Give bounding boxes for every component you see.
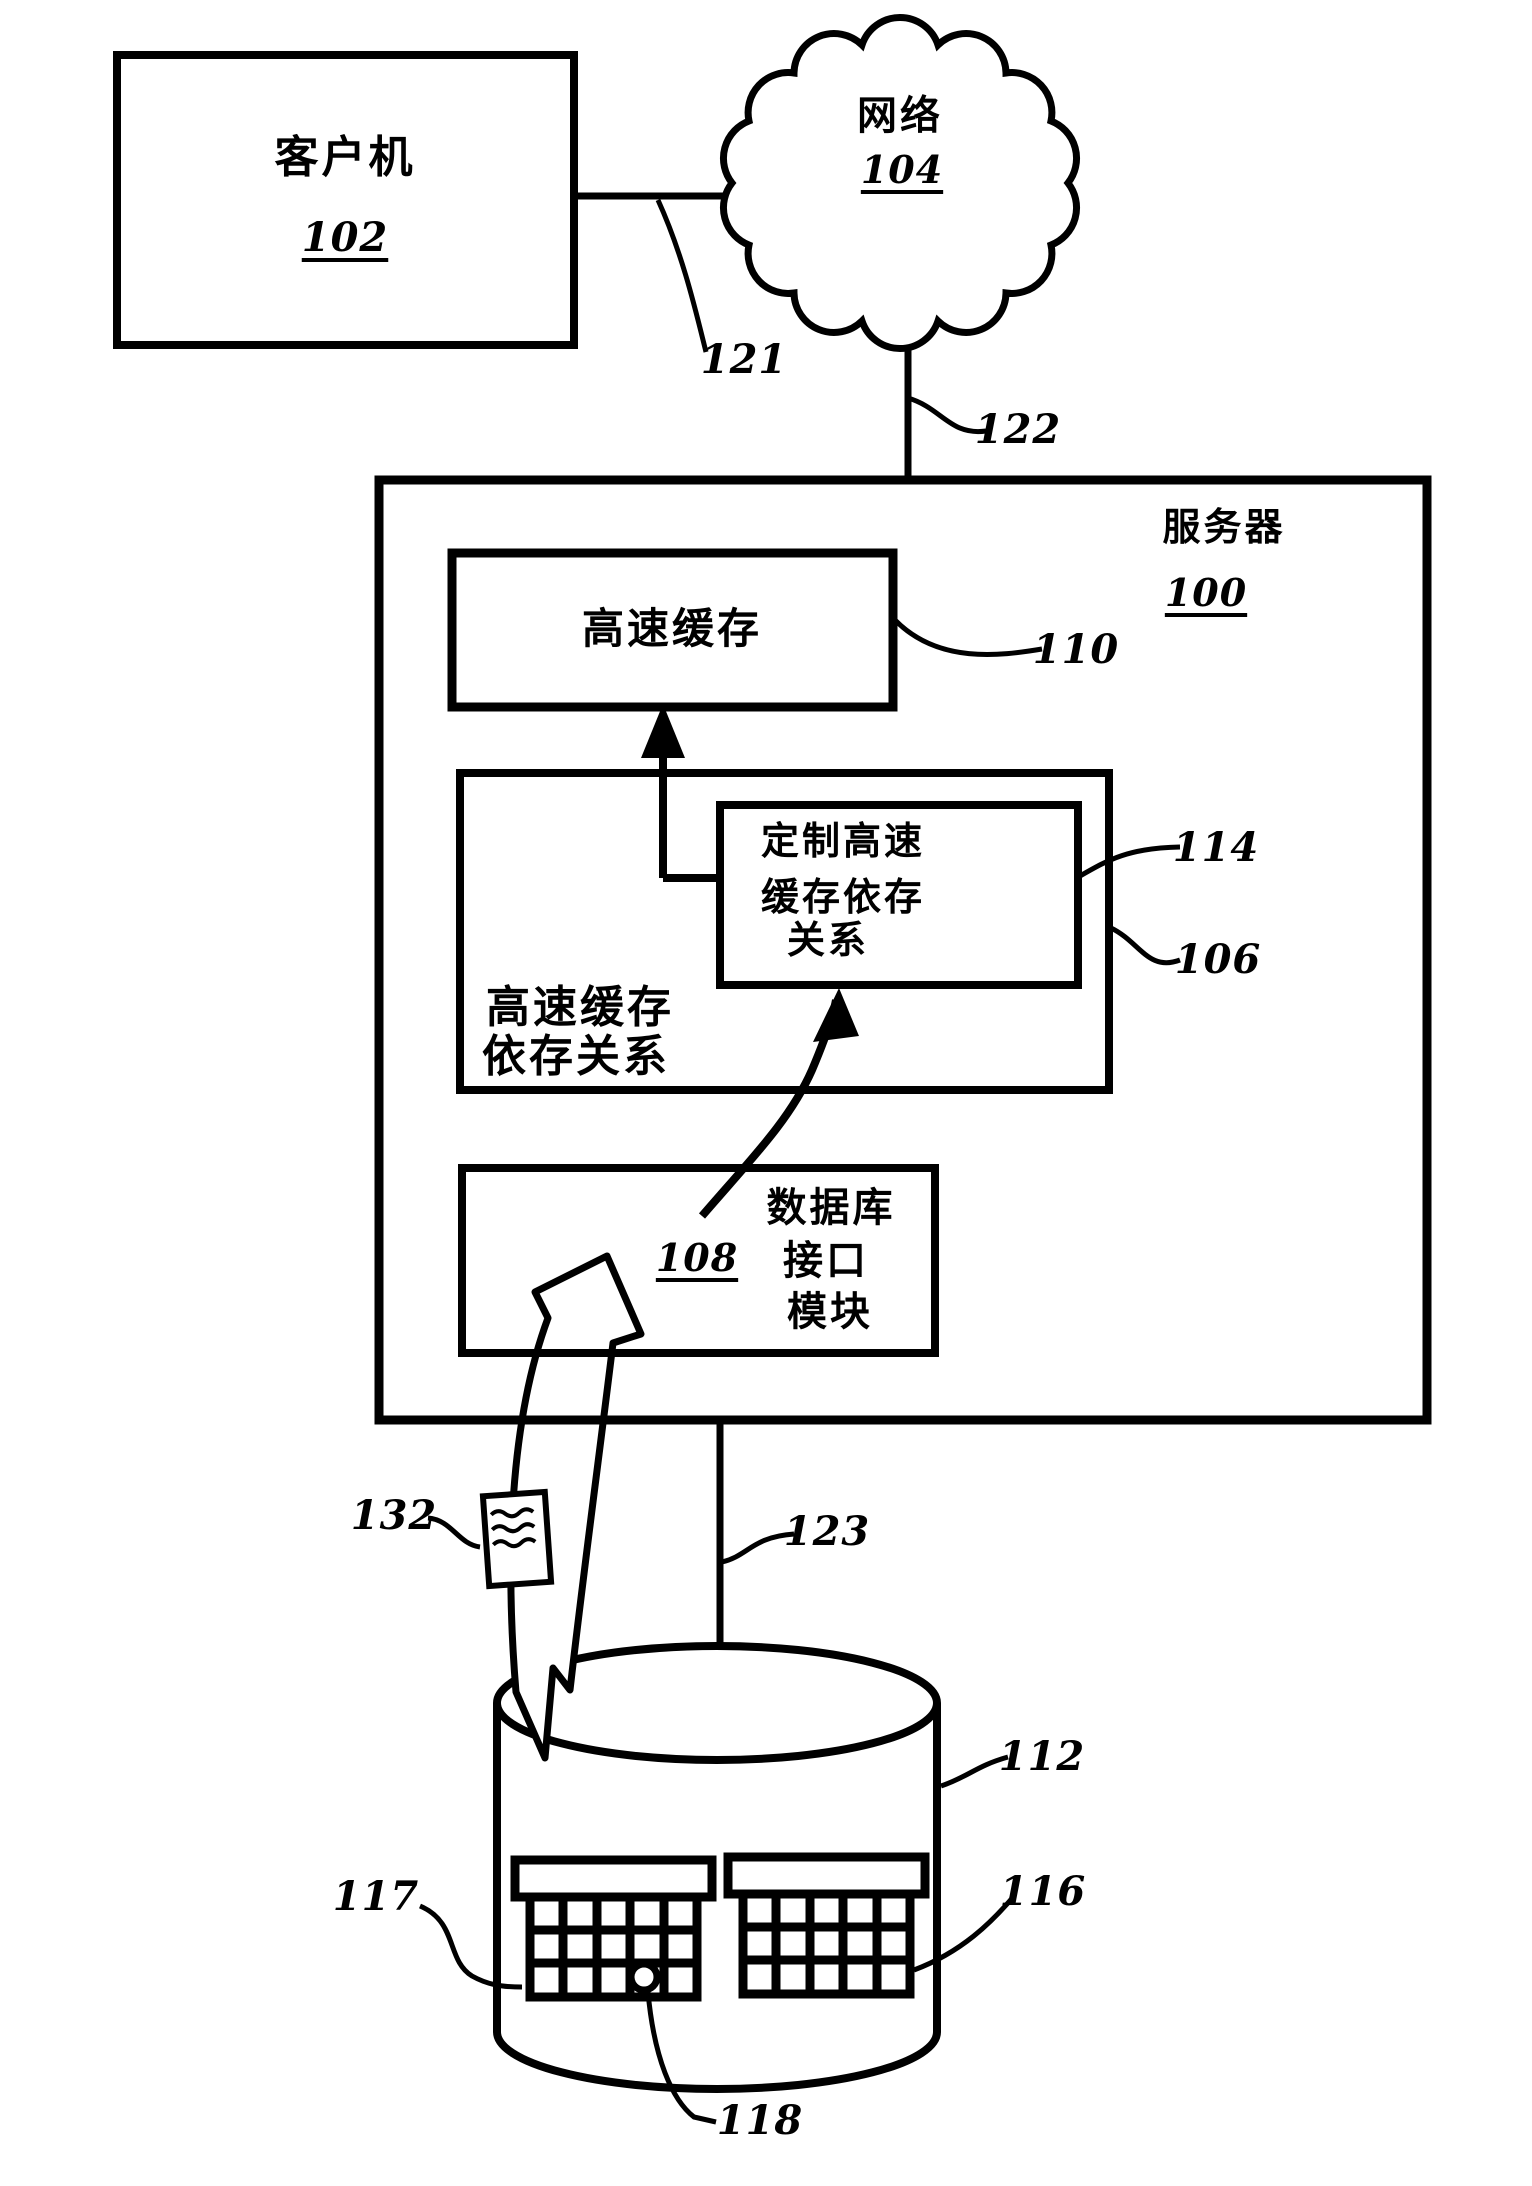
link-ref-123: 123: [783, 1508, 871, 1555]
leader-112: [940, 1754, 1009, 1789]
right-table-ref: 116: [999, 1868, 1087, 1915]
leader-117: [418, 1903, 523, 1990]
leader-116: [913, 1894, 1016, 1973]
network-label: 网络: [857, 94, 943, 138]
data-item-ref: 132: [350, 1492, 438, 1539]
database-interface-ref: 108: [655, 1235, 739, 1280]
cache-ref: 110: [1032, 626, 1120, 673]
server-ref: 100: [1164, 570, 1248, 615]
interface-to-dependency-arrowhead: [813, 988, 859, 1042]
dependency-to-cache-arrowhead: [641, 704, 685, 758]
database-to-interface-hollow-arrow: [507, 1252, 645, 1762]
marked-cell-ref: 118: [716, 2097, 804, 2144]
cache-box: [447, 548, 898, 712]
data-item-icon: [479, 1488, 555, 1590]
leader-123: [721, 1531, 795, 1565]
right-table-grid: [738, 1889, 915, 1999]
cache-label: 高速缓存: [581, 605, 763, 652]
cache-dependency-label-line1: 高速缓存: [486, 983, 674, 1032]
server-label: 服务器: [1162, 507, 1286, 549]
left-table-grid: [525, 1892, 702, 2002]
database-cylinder-body: [493, 1703, 941, 2093]
client-label: 客户机: [274, 133, 416, 182]
custom-cache-dependency-box: [716, 801, 1082, 989]
left-table-ref: 117: [332, 1873, 420, 1920]
network-ref: 104: [860, 147, 944, 192]
database-interface-label-line3: 模块: [787, 1290, 873, 1334]
database-interface-box: [458, 1164, 939, 1357]
network-cloud: [719, 13, 1081, 353]
leader-122: [907, 395, 987, 435]
client-ref: 102: [301, 214, 389, 261]
database-interface-label-line2: 接口: [783, 1239, 869, 1283]
cache-dependency-label-line2: 依存关系: [482, 1032, 670, 1081]
link-ref-122: 122: [974, 406, 1062, 453]
leader-110: [893, 618, 1043, 658]
custom-cache-dependency-ref: 114: [1172, 824, 1260, 871]
custom-cache-dependency-label-line1: 定制高速: [760, 821, 926, 863]
custom-cache-dependency-label-line2: 缓存依存: [760, 877, 926, 919]
leader-114: [1078, 844, 1181, 879]
link-ref-121: 121: [700, 336, 788, 383]
right-table-header: [723, 1852, 930, 1899]
leader-118: [645, 1991, 717, 2125]
database-ref: 112: [998, 1733, 1086, 1780]
database-interface-label-line1: 数据库: [766, 1186, 896, 1230]
leader-132: [427, 1515, 481, 1550]
right-table-gridlines: [743, 1894, 910, 1994]
left-table-header: [510, 1855, 717, 1902]
database-cylinder-top: [493, 1642, 941, 1764]
leader-106: [1109, 925, 1181, 966]
leader-121: [655, 198, 709, 353]
client-box: [113, 51, 578, 349]
custom-cache-dependency-label-line3: 关系: [786, 920, 870, 962]
cache-dependency-ref: 106: [1174, 936, 1262, 983]
marked-cell-circle: [627, 1960, 661, 1994]
